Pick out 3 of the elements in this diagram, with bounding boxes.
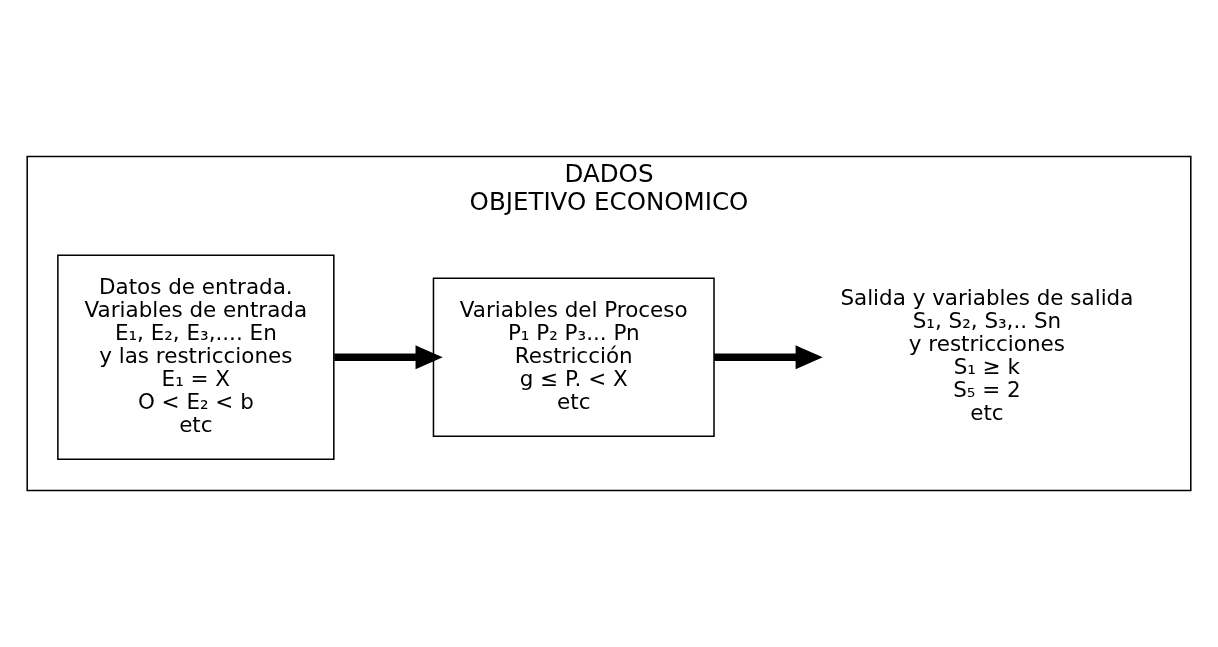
node-box: Variables del Proceso P₁ P₂ P₃... Pn Restricción g ≤ P. < X etc	[432, 277, 715, 437]
node-box: Datos de entrada. Variables de entrada E₁, E₂, E₃,.... En y las restricciones E₁ = X O < E₂ < b etc	[57, 254, 335, 460]
node-text: Salida y variables de salida S₁, S₂, S₃,.. Sn y restricciones S₁ ≥ k S₅ = 2 etc	[840, 285, 1134, 426]
